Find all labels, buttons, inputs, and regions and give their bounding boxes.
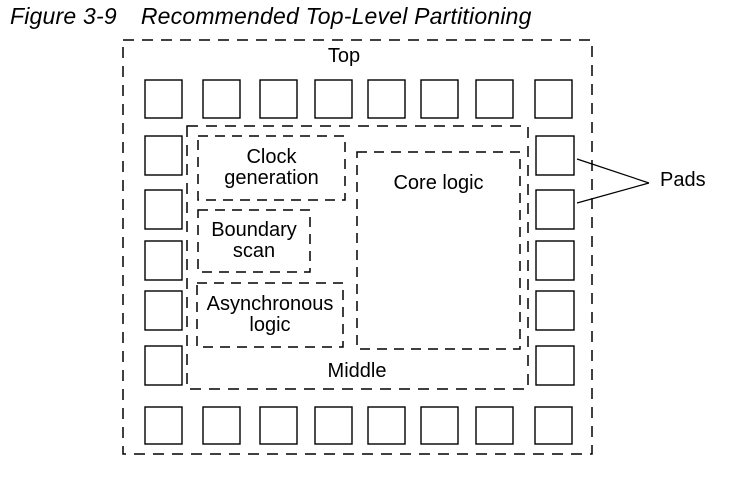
pad-square (314, 406, 353, 445)
pad-square (202, 406, 241, 445)
pad-square (420, 406, 459, 445)
pad-square (475, 79, 514, 119)
figure-caption: Figure 3-9 Recommended Top-Level Partitio… (10, 3, 532, 30)
pad-square (535, 290, 575, 331)
top-partition-outline (122, 39, 593, 455)
asynchronous-logic-outline (196, 282, 344, 348)
pad-square (535, 135, 575, 176)
pad-square (314, 79, 353, 119)
boundary-scan-outline (197, 209, 311, 273)
pad-square (202, 79, 241, 119)
figure-number: Figure 3-9 (10, 3, 117, 29)
clock-generation-label: Clock generation (224, 146, 319, 189)
core-logic-label: Core logic (393, 172, 484, 194)
pad-square (144, 189, 183, 230)
boundary-scan-block: Boundary scan (198, 210, 310, 272)
asynchronous-logic-block: Asynchronous logic (197, 283, 343, 347)
pad-square (367, 406, 406, 445)
pad-square (535, 345, 575, 386)
pad-square (420, 79, 459, 119)
middle-region-label: Middle (327, 360, 387, 382)
pad-square (144, 79, 183, 119)
pad-square (534, 79, 573, 119)
pad-square (144, 135, 183, 176)
pad-square (144, 290, 183, 331)
core-logic-outline (356, 151, 521, 350)
pad-square (144, 406, 183, 445)
pad-square (534, 406, 573, 445)
pads-label: Pads (660, 169, 706, 191)
asynchronous-logic-label: Asynchronous logic (206, 293, 334, 336)
clock-generation-outline (197, 135, 346, 201)
pad-square (535, 240, 575, 281)
pad-square (144, 345, 183, 386)
pad-square (144, 240, 183, 281)
pads-pointer-line-upper (576, 158, 650, 184)
figure-title: Recommended Top-Level Partitioning (140, 3, 532, 29)
pad-square (367, 79, 406, 119)
pad-square (259, 79, 298, 119)
pads-group (144, 79, 575, 445)
boundary-scan-label: Boundary scan (211, 219, 297, 262)
pad-square (259, 406, 298, 445)
top-region-label: Top (327, 45, 361, 67)
pad-square (475, 406, 514, 445)
clock-generation-block: Clock generation (198, 136, 345, 200)
pad-square (535, 189, 575, 230)
pads-pointer-line-lower (576, 182, 650, 204)
